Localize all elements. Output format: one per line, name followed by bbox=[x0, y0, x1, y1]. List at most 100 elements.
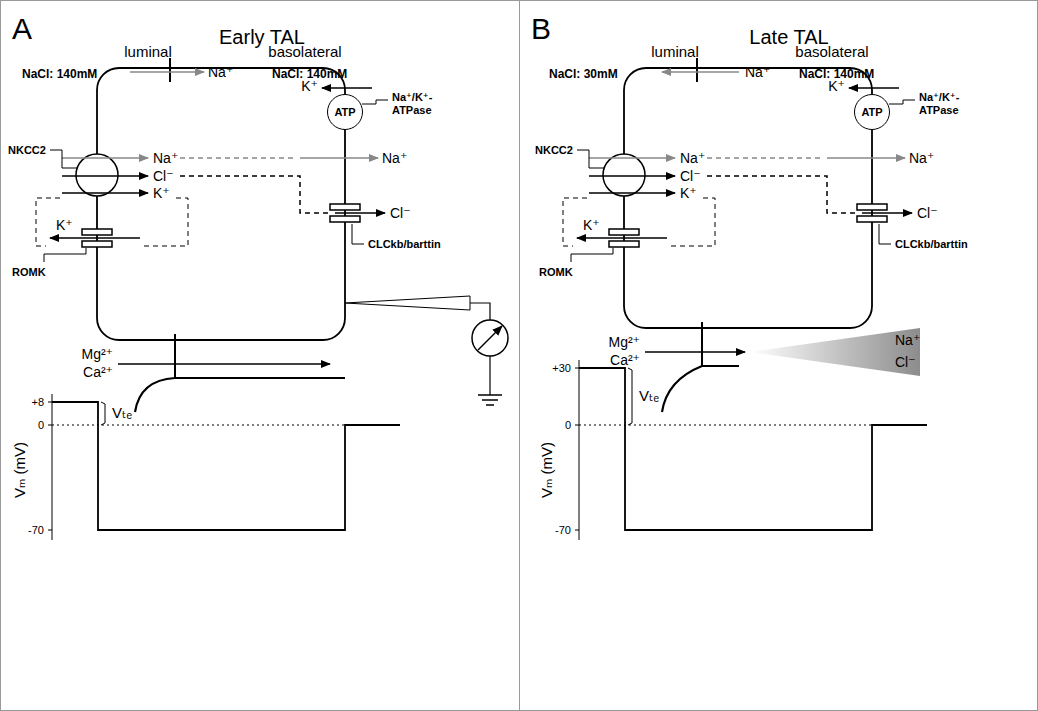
k-arrow bbox=[577, 237, 667, 239]
tick bbox=[48, 530, 52, 531]
k-arrow bbox=[62, 192, 148, 194]
concentration-gradient bbox=[749, 328, 920, 376]
channel bbox=[609, 229, 639, 235]
nkcc2-transporter bbox=[76, 154, 118, 196]
vte-bracket bbox=[101, 402, 105, 425]
leader-line bbox=[352, 224, 364, 244]
channel bbox=[82, 229, 112, 235]
leader-line bbox=[50, 150, 77, 168]
cl-arrow bbox=[862, 212, 912, 214]
text-label: CLCkb/barttin bbox=[368, 238, 441, 251]
na-arrow bbox=[62, 157, 148, 159]
cl-arrow bbox=[62, 175, 148, 177]
channel bbox=[330, 204, 360, 210]
na-path bbox=[707, 157, 823, 159]
axis-value: -70 bbox=[28, 524, 44, 537]
axis-value: 0 bbox=[565, 419, 571, 432]
channel bbox=[609, 241, 639, 247]
ion-label: K⁺ bbox=[828, 78, 845, 94]
ion-label: Na⁺ bbox=[208, 64, 233, 80]
leader-line bbox=[362, 100, 388, 104]
cell-outline bbox=[624, 68, 872, 328]
panel-divider bbox=[519, 0, 520, 711]
ion-label: K⁺ bbox=[153, 185, 170, 201]
k-arrow bbox=[50, 237, 140, 239]
ion-label: Ca²⁺ bbox=[610, 352, 640, 368]
text-label: Na⁺/K⁺-ATPase bbox=[919, 91, 981, 116]
ion-label: Na⁺ bbox=[909, 150, 934, 166]
panel: BLate TALATP bbox=[519, 0, 1038, 711]
leader-line bbox=[577, 150, 604, 168]
panel-letter: B bbox=[531, 12, 551, 46]
atpase-pump: ATP bbox=[854, 94, 890, 130]
cl-arrow bbox=[589, 175, 675, 177]
paracellular-arrow bbox=[118, 363, 330, 365]
ion-label: K⁺ bbox=[301, 78, 318, 94]
channel bbox=[330, 216, 360, 222]
leader-line bbox=[879, 224, 891, 244]
channel bbox=[82, 241, 112, 247]
text-label: Vₘ (mV) bbox=[11, 442, 28, 498]
paracellular-arrow bbox=[645, 351, 745, 353]
text-label: Vₜₑ bbox=[112, 404, 132, 421]
na-arrow bbox=[130, 71, 204, 73]
text-label: basolateral bbox=[268, 43, 341, 60]
text-label: NKCC2 bbox=[535, 144, 573, 157]
leader-line bbox=[571, 248, 613, 262]
ion-label: Na⁺ bbox=[382, 150, 407, 166]
junction-tick bbox=[169, 58, 171, 82]
ground-symbol bbox=[478, 394, 502, 396]
axis-value: +30 bbox=[552, 362, 571, 375]
meter-needle bbox=[478, 326, 502, 350]
na-path bbox=[180, 157, 296, 159]
voltage-trace bbox=[579, 368, 927, 530]
tick bbox=[575, 530, 579, 531]
text-label: NaCl: 30mM bbox=[549, 68, 618, 82]
ion-label: Cl⁻ bbox=[680, 168, 701, 184]
k-arrow bbox=[849, 87, 899, 89]
panel: AEarly TALATP bbox=[0, 0, 519, 711]
ion-label: Cl⁻ bbox=[917, 205, 938, 221]
na-arrow bbox=[300, 157, 378, 159]
text-label: luminal bbox=[124, 43, 172, 60]
zero-line bbox=[579, 425, 872, 426]
pump-label: ATP bbox=[861, 106, 882, 118]
vte-bracket bbox=[628, 368, 632, 425]
ground-symbol bbox=[486, 404, 494, 406]
wire bbox=[470, 303, 490, 320]
junction-tick bbox=[696, 58, 698, 82]
text-label: CLCkb/barttin bbox=[895, 238, 968, 251]
leader-line bbox=[889, 100, 915, 104]
wire bbox=[489, 356, 490, 395]
ion-label: Mg²⁺ bbox=[609, 334, 641, 350]
tick bbox=[48, 425, 52, 426]
text-label: Vₜₑ bbox=[639, 387, 659, 404]
tick bbox=[575, 425, 579, 426]
cell-outline bbox=[97, 68, 345, 340]
text-label: Na⁺/K⁺-ATPase bbox=[392, 91, 454, 116]
ion-label: Na⁺ bbox=[153, 150, 178, 166]
y-axis bbox=[52, 394, 53, 540]
ion-label: K⁺ bbox=[680, 185, 697, 201]
ion-label: Na⁺ bbox=[895, 332, 920, 348]
axis-value: 0 bbox=[38, 419, 44, 432]
voltage-trace bbox=[52, 402, 400, 530]
cl-arrow bbox=[335, 212, 385, 214]
ion-label: Mg²⁺ bbox=[82, 346, 114, 362]
ion-label: Ca²⁺ bbox=[83, 364, 113, 380]
y-axis bbox=[579, 360, 580, 540]
neighbor-cell bbox=[135, 378, 345, 412]
na-arrow bbox=[827, 157, 905, 159]
text-label: Vₘ (mV) bbox=[538, 442, 555, 498]
tick bbox=[48, 402, 52, 403]
atpase-pump: ATP bbox=[327, 94, 363, 130]
text-label: NKCC2 bbox=[8, 144, 46, 157]
tight-junction bbox=[174, 334, 176, 378]
axis-value: +8 bbox=[31, 396, 44, 409]
ion-label: Cl⁻ bbox=[390, 205, 411, 221]
channel bbox=[857, 204, 887, 210]
electrode bbox=[345, 296, 470, 310]
ion-label: Cl⁻ bbox=[153, 168, 174, 184]
text-label: NaCl: 140mM bbox=[22, 68, 97, 82]
